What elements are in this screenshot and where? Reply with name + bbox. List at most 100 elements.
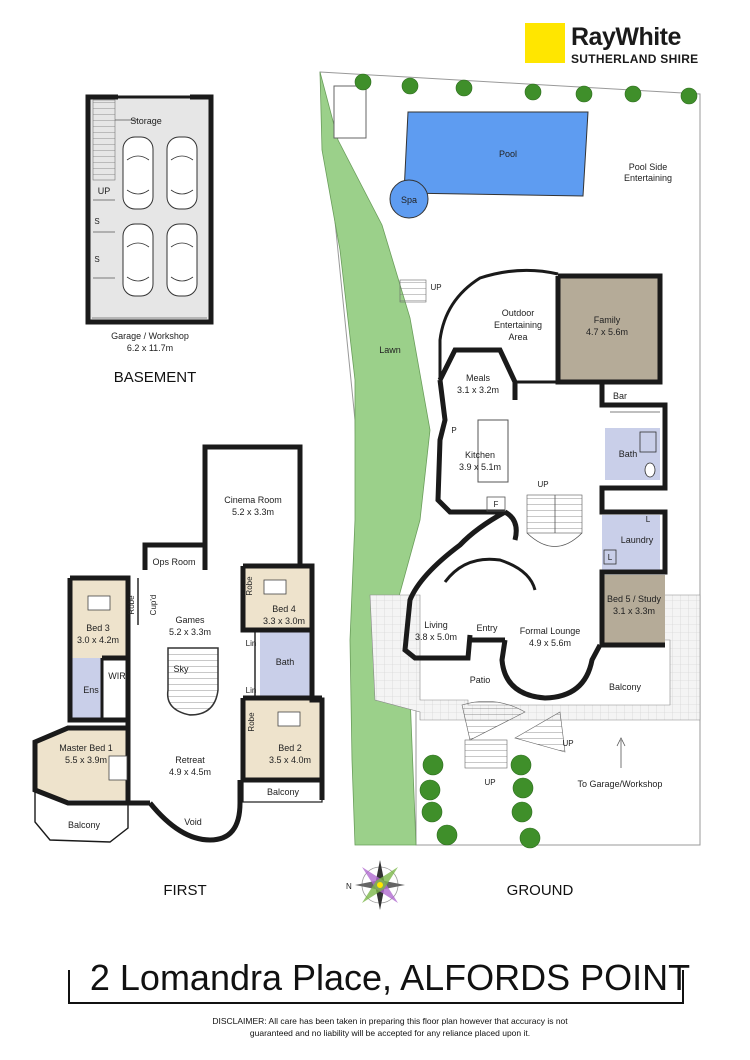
entry-curve-wall xyxy=(443,557,537,591)
car-icon xyxy=(122,223,154,297)
study-size: 3.1 x 3.3m xyxy=(613,606,655,616)
bed4-size: 3.3 x 3.0m xyxy=(263,616,305,626)
laundry-label: Laundry xyxy=(621,535,654,545)
to-garage-label: To Garage/Workshop xyxy=(578,779,663,789)
front-steps xyxy=(464,739,508,769)
bed4-robe-label: Robe xyxy=(245,576,254,596)
bed-icon xyxy=(87,595,111,611)
kitchen-name: Kitchen xyxy=(465,450,495,460)
ground-heading: GROUND xyxy=(507,882,574,899)
tree-icon xyxy=(512,777,534,799)
ensuite-fill xyxy=(70,658,102,720)
tree-icon xyxy=(624,85,642,103)
bed3-walls xyxy=(70,575,131,720)
tree-icon xyxy=(524,83,542,101)
garage-walls xyxy=(85,94,214,325)
garden-up-label: UP xyxy=(430,283,441,292)
first-plan: Cinema Room 5.2 x 3.3m Ops Room Bed 3 3.… xyxy=(32,444,325,899)
living-size: 3.8 x 5.0m xyxy=(415,632,457,642)
bed3-name: Bed 3 xyxy=(86,623,110,633)
pool-side-label-2: Entertaining xyxy=(624,173,672,183)
s-label: S xyxy=(94,217,99,226)
master-bed-size: 5.5 x 3.9m xyxy=(65,755,107,765)
cinema-name: Cinema Room xyxy=(224,495,282,505)
fridge xyxy=(486,496,506,512)
retreat-name: Retreat xyxy=(175,755,205,765)
patio-label: Patio xyxy=(470,675,491,685)
bed-icon xyxy=(108,755,128,781)
family-size: 4.7 x 5.6m xyxy=(586,327,628,337)
tree-icon xyxy=(401,77,419,95)
bed-icon xyxy=(277,711,301,727)
tree-icon xyxy=(422,754,444,776)
garage-name: Garage / Workshop xyxy=(111,331,189,341)
outdoor-label-2: Entertaining xyxy=(494,320,542,330)
lin-label: Lin xyxy=(246,639,257,648)
basement-up-label: UP xyxy=(98,186,111,196)
spa xyxy=(389,179,429,219)
basement-plan: Storage UP S S Garage / Workshop 6.2 x 1… xyxy=(85,94,214,386)
ray-white-logo: RayWhite SUTHERLAND SHIRE xyxy=(525,23,715,71)
ground-balcony-label: Balcony xyxy=(609,682,642,692)
laundry-l2-label: L xyxy=(608,553,613,562)
spa-label: Spa xyxy=(401,195,417,205)
kitchen-size: 3.9 x 5.1m xyxy=(459,462,501,472)
games-size: 5.2 x 3.3m xyxy=(169,627,211,637)
compass-icon: N xyxy=(346,860,405,910)
bed3-robe-label: Robe xyxy=(127,595,136,615)
living-name: Living xyxy=(424,620,448,630)
bed4-west-wall xyxy=(240,566,312,633)
svg-text:N: N xyxy=(346,882,352,891)
property-address: 2 Lomandra Place, ALFORDS POINT xyxy=(89,957,691,998)
side-steps xyxy=(514,711,566,753)
bar-label: Bar xyxy=(613,391,627,401)
basement-stairs xyxy=(92,99,116,181)
formal-lounge-name: Formal Lounge xyxy=(520,626,581,636)
bed3-fill xyxy=(70,578,128,658)
tree-icon xyxy=(510,754,532,776)
first-heading: FIRST xyxy=(163,882,206,899)
family-room-fill xyxy=(558,276,658,382)
pool-label: Pool xyxy=(499,149,517,159)
garage-size: 6.2 x 11.7m xyxy=(127,343,173,353)
ops-room-label: Ops Room xyxy=(152,557,195,567)
ground-plan: Lawn Pool Spa Pool Side Entertaining xyxy=(319,71,701,899)
tree-icons xyxy=(354,73,698,849)
front-up-label: UP xyxy=(484,778,495,787)
bed4-name: Bed 4 xyxy=(272,604,296,614)
tree-icon xyxy=(680,87,698,105)
tree-icon xyxy=(455,79,473,97)
void-curve xyxy=(148,780,243,843)
sky-stairs xyxy=(166,647,219,716)
car-icon xyxy=(122,136,154,210)
toilet-icon xyxy=(644,462,656,478)
study-fill xyxy=(603,575,665,645)
cinema-size: 5.2 x 3.3m xyxy=(232,507,274,517)
first-balcony-outline xyxy=(242,779,323,803)
tree-icon xyxy=(511,801,533,823)
formal-lounge-size: 4.9 x 5.6m xyxy=(529,638,571,648)
kitchen-curve-wall xyxy=(503,509,519,541)
floor-plan-drawing: Storage UP S S Garage / Workshop 6.2 x 1… xyxy=(32,71,701,910)
sky-label: Sky xyxy=(173,664,189,674)
ops-room-wall xyxy=(142,542,205,570)
master-bed-name: Master Bed 1 xyxy=(59,743,113,753)
stair-curve xyxy=(526,532,583,547)
tree-icon xyxy=(354,73,372,91)
bed3-size: 3.0 x 4.2m xyxy=(77,635,119,645)
games-name: Games xyxy=(175,615,205,625)
kitchen-island xyxy=(477,419,509,483)
master-balcony-outline xyxy=(34,790,129,843)
lawn-area xyxy=(319,71,431,846)
shower xyxy=(639,431,657,453)
pool-side-label-1: Pool Side xyxy=(629,162,668,172)
bed-icon xyxy=(263,579,287,595)
bed2-size: 3.5 x 4.0m xyxy=(269,755,311,765)
entry-label: Entry xyxy=(476,623,498,633)
first-bath-label: Bath xyxy=(276,657,295,667)
study-name: Bed 5 / Study xyxy=(607,594,662,604)
bed4-fill xyxy=(243,568,311,630)
meals-bay-walls xyxy=(437,347,518,400)
basement-heading: BASEMENT xyxy=(114,369,197,386)
